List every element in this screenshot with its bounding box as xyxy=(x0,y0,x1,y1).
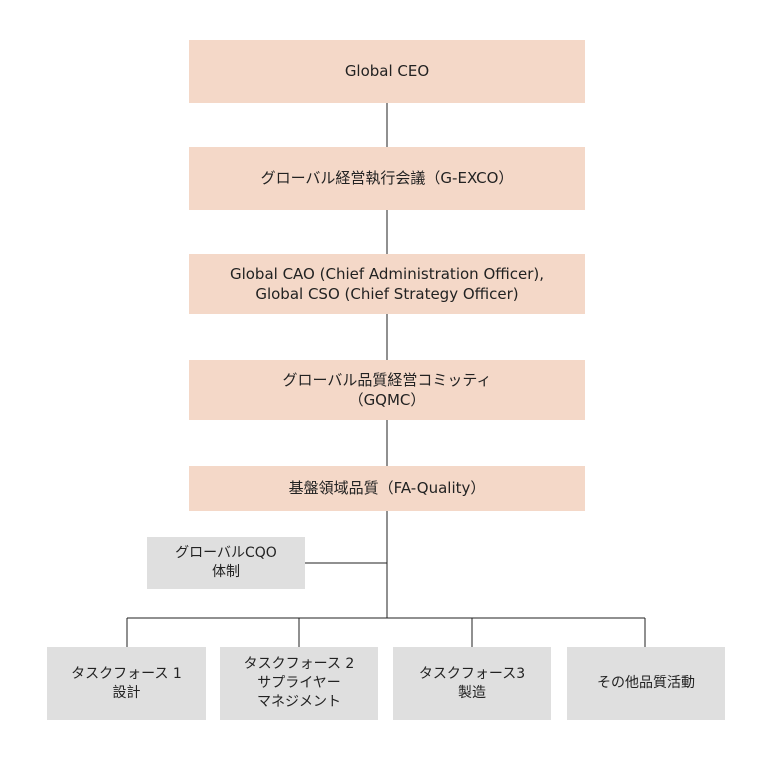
box-label: タスクフォース 1 xyxy=(71,665,182,682)
box-label: マネジメント xyxy=(257,693,341,710)
box-label: Global CAO (Chief Administration Officer… xyxy=(229,264,545,283)
box-label: グローバルCQO xyxy=(175,545,277,562)
box-label: Global CEO xyxy=(344,62,430,81)
box-label: 体制 xyxy=(212,564,240,580)
fa-quality-box: 基盤領域品質（FA-Quality） xyxy=(189,466,585,511)
task-force-2-box: タスクフォース 2 サプライヤー マネジメント xyxy=(220,647,378,720)
box-label: 製造 xyxy=(458,684,486,701)
other-quality-activities-box: その他品質活動 xyxy=(567,647,725,720)
task-force-1-box: タスクフォース 1 設計 xyxy=(47,647,206,720)
box-label: グローバル品質経営コミッティ xyxy=(282,370,492,389)
global-cqo-box: グローバルCQO 体制 xyxy=(147,537,305,589)
box-label: （GQMC） xyxy=(348,391,426,409)
gqmc-box: グローバル品質経営コミッティ （GQMC） xyxy=(189,360,585,420)
box-label: Global CSO (Chief Strategy Officer) xyxy=(255,285,519,303)
box-label: タスクフォース 2 xyxy=(243,656,355,673)
task-force-3-box: タスクフォース3 製造 xyxy=(393,647,551,720)
box-label: 基盤領域品質（FA-Quality） xyxy=(288,479,486,498)
box-label: タスクフォース3 xyxy=(418,665,526,682)
box-label: その他品質活動 xyxy=(597,675,695,692)
box-label: グローバル経営執行会議（G-EXCO） xyxy=(260,169,514,188)
global-ceo-box: Global CEO xyxy=(189,40,585,103)
box-label: サプライヤー xyxy=(257,675,341,692)
cao-cso-box: Global CAO (Chief Administration Officer… xyxy=(189,254,585,314)
box-label: 設計 xyxy=(112,684,141,701)
g-exco-box: グローバル経営執行会議（G-EXCO） xyxy=(189,147,585,210)
